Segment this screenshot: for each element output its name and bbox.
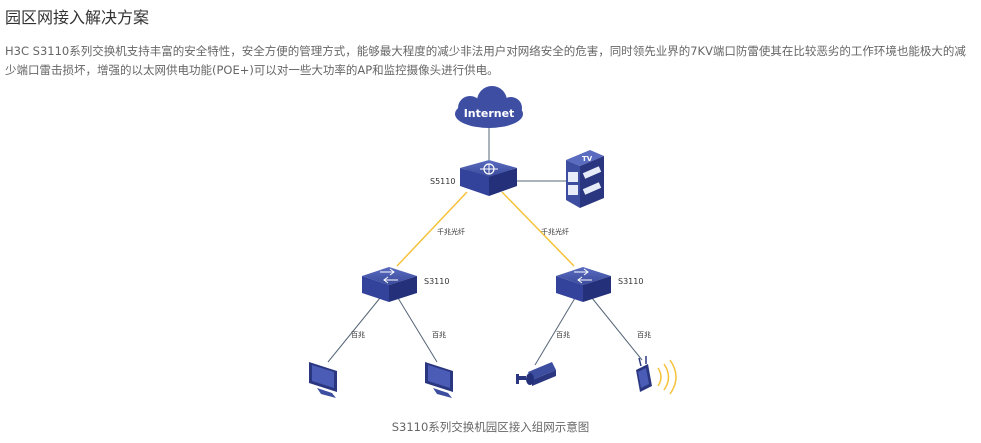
link-rr-label: 百兆 (637, 330, 651, 339)
right-switch-label: S3110 (618, 277, 643, 286)
core-switch-icon (460, 160, 517, 196)
surveillance-camera-icon (516, 362, 556, 386)
left-switch-label: S3110 (424, 277, 449, 286)
link-rl-label: 百兆 (556, 330, 570, 339)
core-switch-label: S5110 (430, 177, 455, 186)
link-lr-label: 百兆 (432, 330, 446, 339)
tv-label: TV (582, 155, 593, 163)
fiber-link-left (396, 191, 468, 267)
right-access-switch-icon (556, 267, 611, 302)
diagram-caption: S3110系列交换机园区接入组网示意图 (391, 420, 590, 434)
uplink-left-label: 千兆光纤 (437, 227, 465, 236)
monitor-icon (425, 362, 453, 398)
copper-link-rl (534, 297, 576, 366)
internet-label: Internet (464, 107, 515, 120)
link-ll-label: 百兆 (351, 330, 365, 339)
copper-link-rr (591, 297, 643, 361)
page-title: 园区网接入解决方案 (5, 8, 150, 27)
description-paragraph: H3C S3110系列交换机支持丰富的安全特性，安全方便的管理方式，能够最大程度… (5, 44, 966, 77)
tv-wall-icon (566, 150, 604, 208)
internet-cloud-icon (455, 86, 523, 128)
fiber-link-right (501, 191, 575, 267)
left-access-switch-icon (362, 267, 417, 302)
monitor-icon (309, 362, 337, 398)
uplink-right-label: 千兆光纤 (541, 227, 569, 236)
copper-link-ll (327, 297, 381, 363)
copper-link-lr (397, 297, 438, 363)
wireless-ap-icon (636, 356, 677, 395)
